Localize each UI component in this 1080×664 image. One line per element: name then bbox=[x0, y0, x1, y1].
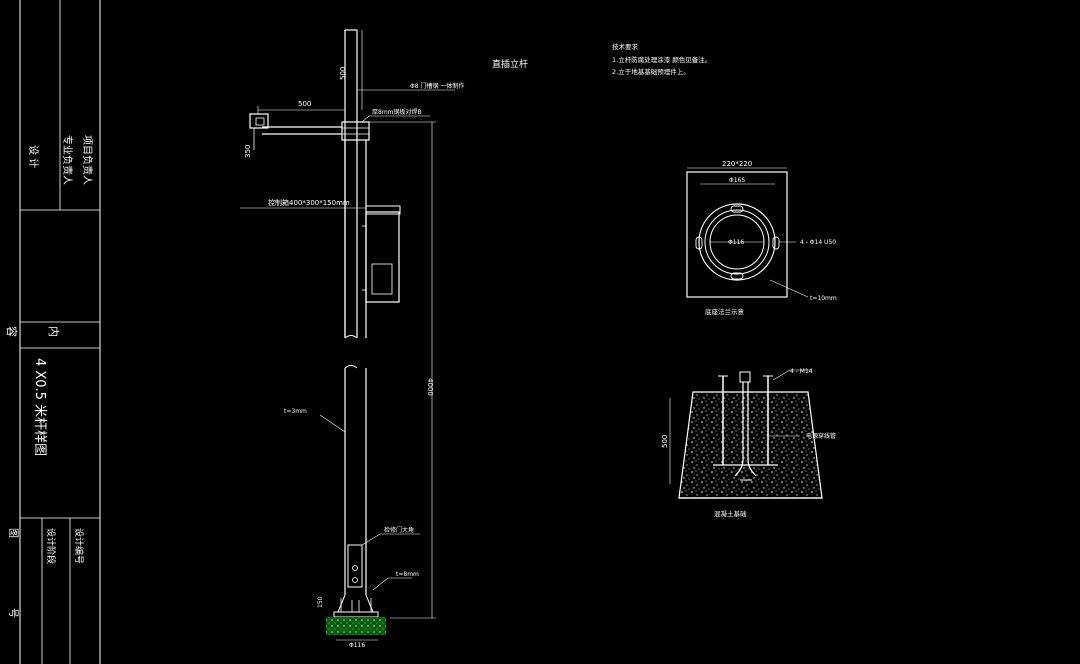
notes-line-1: 1.立杆防腐处理涂漆 颜色见备注。 bbox=[612, 55, 711, 64]
notes-line-2: 2.立于地基基础预埋件上。 bbox=[612, 67, 690, 76]
dim-pole-height: 4000 bbox=[426, 378, 434, 396]
flange-dim-bolt-circle: Φ165 bbox=[729, 177, 745, 184]
concrete-block bbox=[678, 391, 823, 499]
title-label-project-lead: 项目负责人 bbox=[81, 135, 94, 185]
foundation-section: 4 - M14 500 电源穿线管 混凝土基础 bbox=[661, 368, 836, 518]
technical-notes: 技术要求 1.立杆防腐处理涂漆 颜色见备注。 2.立于地基基础预埋件上。 bbox=[612, 42, 711, 76]
ground-foundation-hatch bbox=[326, 617, 386, 635]
flange-caption: 底座法兰示意 bbox=[705, 307, 745, 316]
dim-arm-length: 500 bbox=[298, 100, 311, 108]
section-title: 直插立杆 bbox=[492, 58, 528, 70]
notes-title: 技术要求 bbox=[612, 42, 639, 51]
title-label-design-stage: 设计阶段 bbox=[45, 528, 57, 564]
title-label-design-number: 设计编号 bbox=[73, 528, 85, 564]
flange-plan-view: 220*220 Φ165 Φ116 4 - Φ14 U50 t=10mm 底座法… bbox=[686, 160, 837, 316]
title-label-drawing-number-a: 图 bbox=[7, 528, 19, 538]
dim-base-height: 150 bbox=[317, 596, 324, 608]
dim-arm-drop: 350 bbox=[244, 145, 252, 158]
callout-wall-thickness-3mm: t=3mm bbox=[284, 408, 307, 415]
callout-arm-channel: Φ8 门槽钢 一体制作 bbox=[410, 82, 464, 90]
foundation-caption: 混凝土基础 bbox=[714, 509, 747, 518]
title-label-content: 容 bbox=[5, 326, 19, 337]
callout-weld-plate: 厚8mm钢板对焊B bbox=[372, 108, 422, 116]
flange-dim-outer: 220*220 bbox=[722, 160, 752, 168]
callout-control-box: 控制箱400*300*150mm bbox=[268, 198, 350, 207]
callout-access-door: 检修门大角 bbox=[384, 526, 414, 534]
title-label-content-value: 内 bbox=[47, 326, 61, 337]
dim-top-length: 500 bbox=[339, 67, 347, 80]
foundation-callout-bolts: 4 - M14 bbox=[790, 368, 813, 375]
drawing-title: 4 X0.5 米杆样图 bbox=[32, 358, 47, 456]
title-block: 项目负责人 专业负责人 设 计 容 内 4 X0.5 米杆样图 图 号 设计阶段… bbox=[5, 0, 101, 664]
title-label-discipline-lead: 专业负责人 bbox=[61, 135, 74, 185]
foundation-dim-depth: 500 bbox=[661, 435, 669, 448]
foundation-callout-conduit: 电源穿线管 bbox=[806, 432, 836, 440]
title-label-designer: 设 计 bbox=[27, 145, 40, 168]
flange-callout-holes: 4 - Φ14 U50 bbox=[800, 239, 836, 246]
title-label-drawing-number-b: 号 bbox=[7, 608, 19, 618]
dim-bottom-diameter: Φ116 bbox=[349, 642, 365, 649]
flange-callout-thickness: t=10mm bbox=[810, 295, 837, 302]
callout-flange-thickness-8mm: t=8mm bbox=[396, 571, 419, 578]
pole-elevation: 500 350 500 Φ8 门槽钢 一体制作 厚8mm钢板对焊B 控制箱400… bbox=[240, 29, 464, 649]
flange-dim-inner: Φ116 bbox=[728, 239, 744, 246]
